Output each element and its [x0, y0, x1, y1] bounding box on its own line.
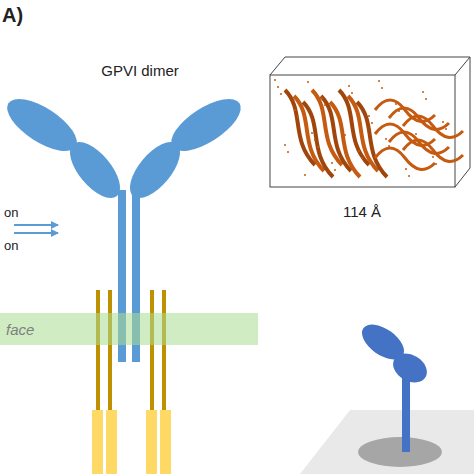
panel-letter: A)	[2, 4, 23, 27]
dimer-label: GPVI dimer	[101, 62, 179, 79]
direction-arrow	[14, 224, 58, 226]
band-label: face	[6, 321, 34, 338]
arrow-label: on	[4, 205, 18, 220]
surface-band: face	[0, 313, 258, 345]
protein-box	[270, 57, 470, 187]
direction-arrow	[14, 232, 58, 234]
arrow-label: on	[4, 238, 18, 253]
surface-receptor	[300, 318, 474, 474]
dimension-label: 114 Å	[343, 203, 381, 220]
protein-ribbon	[274, 79, 463, 177]
